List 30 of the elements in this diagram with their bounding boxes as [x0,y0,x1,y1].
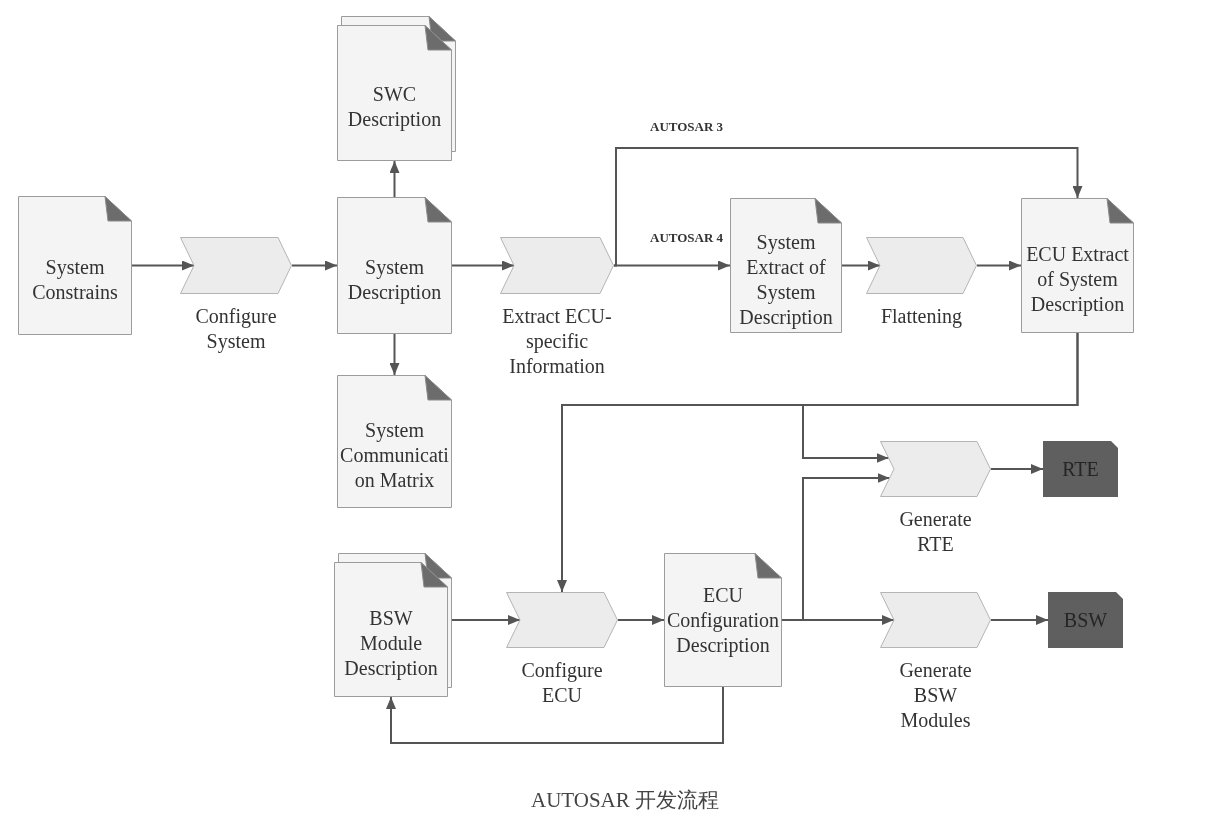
arrow [389,160,400,198]
arrow [291,260,338,271]
document-box: System Extract of System Description [730,198,842,333]
output-box: BSW [1048,592,1123,648]
arrow [617,615,665,625]
document-box: ECU Extract of System Description [1021,198,1134,333]
document-box: ECU Configuration Description [664,553,782,687]
arrow [976,260,1022,271]
step-caption: Flattening [880,304,963,329]
arrow [131,260,195,271]
step-caption: Configure ECU [520,658,604,708]
arrow [389,333,400,376]
arrow [802,332,1079,463]
step-caption: Extract ECU-specific Information [501,304,613,379]
arrow [613,147,1083,267]
arrow [841,260,881,271]
arrow [990,615,1049,625]
step-caption: Generate BSW Modules [898,658,973,733]
output-box: RTE [1043,441,1118,497]
arrow [781,615,895,625]
document-box: System Communication Matrix [337,375,452,508]
step-caption: Generate RTE [898,507,973,557]
document-box: System Constrains [18,196,132,335]
step-caption: Configure System [194,304,278,354]
arrow [990,464,1044,474]
figure-caption: AUTOSAR 开发流程 [531,787,719,814]
document-box: System Description [337,197,452,334]
arrow [451,260,515,271]
arrow [451,615,521,625]
arrow [386,686,724,744]
